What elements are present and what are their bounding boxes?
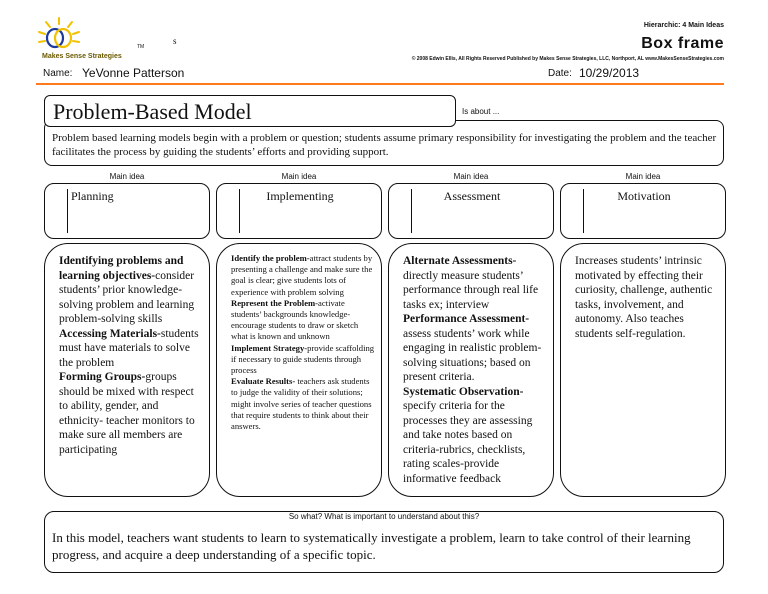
detail-body: provide scaffolding if necessary to guid… [231,342,375,376]
main-idea-title: Implementing [266,189,334,203]
makes-sense-logo-icon [38,17,80,49]
so-what-label: So what? What is important to understand… [288,512,480,521]
details-box-assessment: Alternate Assessments-directly measure s… [388,243,554,497]
main-idea-divider [583,189,584,233]
detail-body: teachers ask students to judge the valid… [231,376,372,432]
detail-heading: Accessing Materials- [59,327,161,340]
details-box-planning: Identifying problems and learning object… [44,243,210,497]
main-idea-label: Main idea [625,172,661,181]
main-idea-label: Main idea [453,172,489,181]
details-box-motivation: Increases students’ intrinsic motivated … [560,243,726,497]
details-box-implementing: Identify the problem-attract students by… [216,243,382,497]
copyright-line: © 2008 Edwin Ellis, All Rights Reserved … [411,56,724,62]
detail-body: activate students’ backgrounds knowledge… [231,297,359,342]
main-idea-box-planning: Planning [44,183,210,239]
detail-body: attract students by presenting a challen… [231,253,373,297]
details-text-assessment: Alternate Assessments-directly measure s… [403,254,549,486]
detail-heading: Identify the problem- [231,253,310,263]
trademark-mark: TM [137,44,145,50]
topic-title-box: Problem-Based Model [44,95,456,127]
detail-body: directly measure students’ performance t… [403,269,539,311]
details-text-planning: Identifying problems and learning object… [59,254,205,457]
brand-name: Makes Sense Strategies [42,53,122,60]
details-text-motivation: Increases students’ intrinsic motivated … [575,255,713,340]
name-value: YeVonne Patterson [82,66,185,80]
detail-body: students must have materials to solve th… [59,327,199,369]
main-idea-title: Motivation [617,189,671,203]
hierarchy-label: Hierarchic: 4 Main Ideas [643,22,724,29]
detail-body: specify criteria for the processes they … [403,400,533,485]
date-label: Date: [548,68,572,79]
main-idea-title: Assessment [443,189,501,203]
detail-heading: Evaluate Results- [231,376,296,387]
detail-heading: Identifying problems and learning object… [59,255,184,282]
detail-body: assess students’ work while engaging in … [403,327,542,384]
date-value: 10/29/2013 [579,66,640,80]
main-idea-divider [239,189,240,233]
detail-heading: Alternate Assessments- [403,255,517,267]
main-idea-label: Main idea [281,172,317,181]
is-about-label: Is about ... [462,107,500,116]
topic-title: Problem-Based Model [53,99,252,124]
main-idea-box-implementing: Implementing [216,183,382,239]
name-label: Name: [43,68,73,79]
main-idea-box-assessment: Assessment [388,183,554,239]
detail-heading: Performance Assessment- [403,313,530,325]
so-what-text: In this model, teachers want students to… [52,530,691,562]
detail-heading: Forming Groups- [59,371,146,383]
main-idea-box-motivation: Motivation [560,183,726,239]
main-idea-divider [411,189,412,233]
detail-heading: Systematic Observation- [403,385,524,398]
topic-description: Problem based learning models begin with… [52,132,717,158]
main-idea-divider [67,189,68,233]
detail-body: consider students’ prior knowledge-solvi… [59,269,195,326]
so-what-box: In this model, teachers want students to… [44,511,724,573]
detail-body: groups should be mixed with respect to a… [59,371,195,456]
detail-heading: Implement Strategy- [231,342,308,353]
header-divider [36,83,724,85]
document-title: Box frame [641,35,724,52]
details-text-implementing: Identify the problem-attract students by… [231,253,377,432]
stray-mark: s [173,36,177,46]
main-idea-title: Planning [71,189,114,203]
detail-heading: Represent the Problem- [231,297,319,308]
main-idea-label: Main idea [109,172,145,181]
